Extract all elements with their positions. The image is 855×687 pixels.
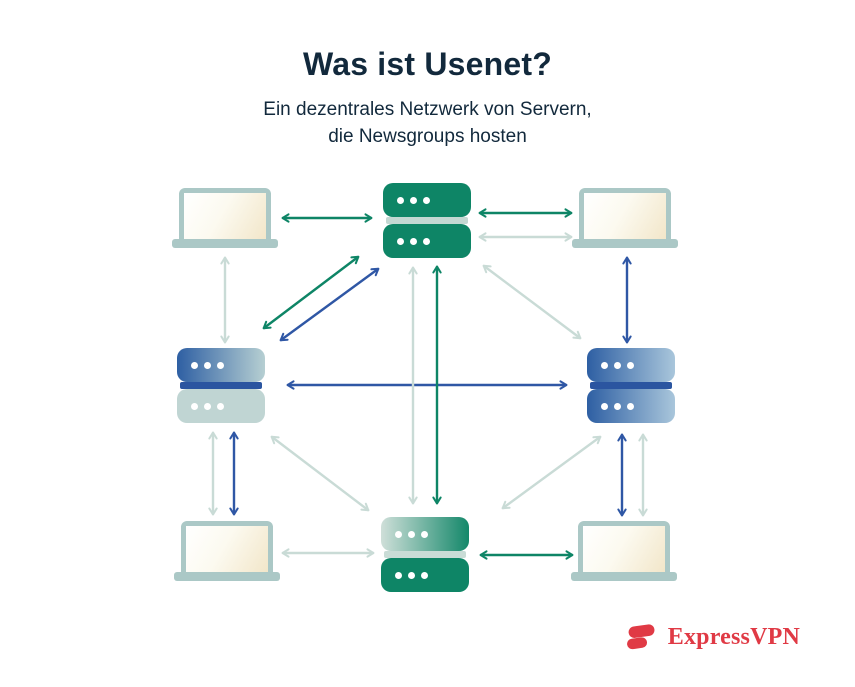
server-led-dot	[421, 571, 428, 579]
expressvpn-icon	[626, 624, 655, 650]
server-led-dot	[191, 402, 198, 410]
server-unit-top	[177, 348, 265, 382]
laptop-display	[583, 526, 665, 572]
server-unit-top	[381, 517, 469, 551]
arrow-gray-server-bottom-to-server-right	[501, 435, 602, 510]
server-led-dot	[423, 196, 430, 204]
server-led-dot	[627, 361, 634, 369]
laptop-base	[572, 239, 678, 248]
server-led-dot	[397, 196, 404, 204]
server-led-dot	[423, 237, 430, 245]
laptop-top-right	[572, 188, 678, 248]
server-unit-bottom	[177, 389, 265, 423]
subtitle: Ein dezentrales Netzwerk von Servern, die…	[0, 97, 855, 150]
laptop-screen	[579, 188, 671, 239]
laptop-top-left	[172, 188, 278, 248]
server-right	[587, 348, 675, 423]
server-led-dot	[217, 402, 224, 410]
server-led-dot	[395, 571, 402, 579]
server-led-dot	[410, 196, 417, 204]
server-led-dot	[217, 361, 224, 369]
server-divider-band	[590, 382, 672, 389]
server-left	[177, 348, 265, 423]
server-led-dot	[408, 571, 415, 579]
subtitle-line-1: Ein dezentrales Netzwerk von Servern,	[263, 99, 592, 120]
page-title: Was ist Usenet?	[303, 46, 552, 82]
server-led-dot	[408, 530, 415, 538]
server-unit-bottom	[587, 389, 675, 423]
server-led-dot	[421, 530, 428, 538]
brand-name: ExpressVPN	[667, 623, 800, 650]
arrow-gray-server-top-to-server-right	[482, 264, 582, 340]
subtitle-line-2: die Newsgroups hosten	[328, 125, 527, 147]
laptop-screen	[179, 188, 271, 239]
laptop-display	[184, 193, 266, 239]
laptop-base	[172, 239, 278, 248]
server-led-dot	[204, 361, 211, 369]
server-led-dot	[410, 237, 417, 245]
server-top	[383, 183, 471, 258]
laptop-screen	[181, 521, 273, 572]
laptop-base	[174, 572, 280, 581]
laptop-screen	[578, 521, 670, 572]
server-bottom	[381, 517, 469, 592]
server-unit-bottom	[383, 224, 471, 258]
server-divider-band	[386, 217, 468, 224]
server-divider-band	[180, 382, 262, 389]
arrow-gray-server-left-to-server-bottom	[270, 435, 370, 512]
server-unit-bottom	[381, 558, 469, 592]
server-unit-top	[587, 348, 675, 382]
server-unit-top	[383, 183, 471, 217]
laptop-bottom-left	[174, 521, 280, 581]
server-led-dot	[601, 361, 608, 369]
server-led-dot	[191, 361, 198, 369]
laptop-display	[186, 526, 268, 572]
laptop-bottom-right	[571, 521, 677, 581]
laptop-base	[571, 572, 677, 581]
server-led-dot	[397, 237, 404, 245]
expressvpn-logo: ExpressVPN	[623, 620, 800, 654]
laptop-display	[584, 193, 666, 239]
server-led-dot	[627, 402, 634, 410]
server-led-dot	[614, 402, 621, 410]
server-led-dot	[614, 361, 621, 369]
arrow-blue-server-left-to-server-top	[279, 267, 380, 342]
server-divider-band	[384, 551, 466, 558]
server-led-dot	[204, 402, 211, 410]
server-led-dot	[395, 530, 402, 538]
server-led-dot	[601, 402, 608, 410]
